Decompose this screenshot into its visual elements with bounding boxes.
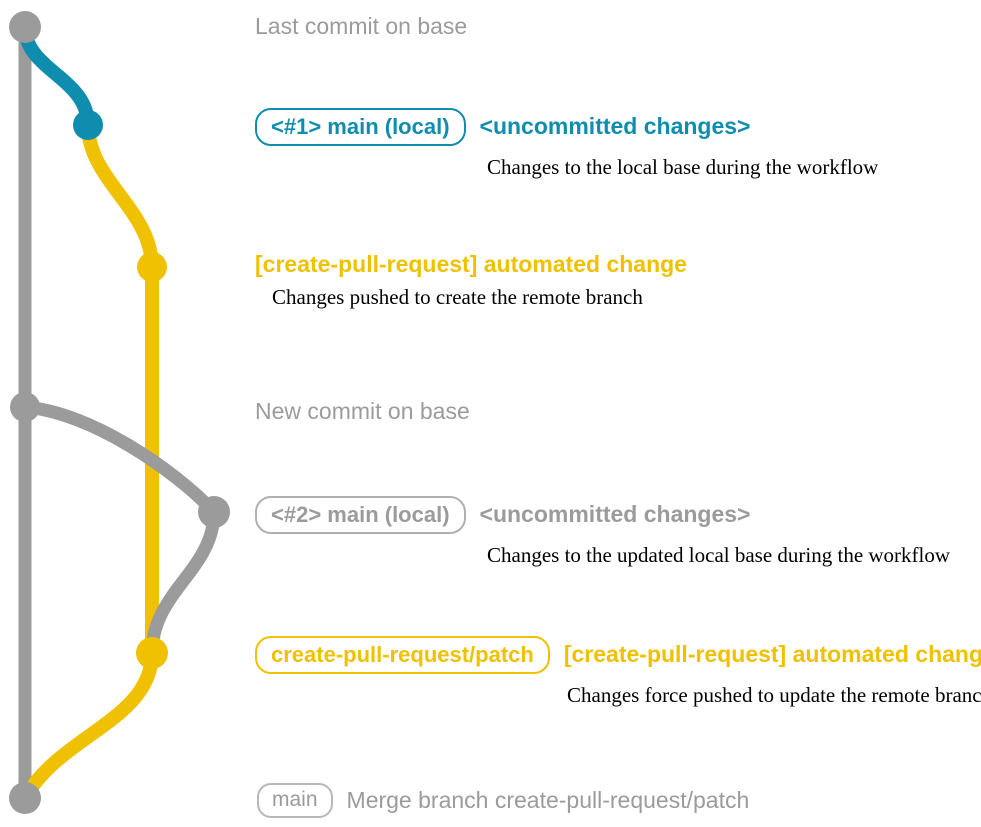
commit-block-local-2: <#2> main (local) <uncommitted changes> …: [255, 496, 950, 568]
commit-subject-local-1: <uncommitted changes>: [479, 113, 751, 140]
edge-newbase-to-local2: [18, 400, 221, 519]
commit-block-local-1: <#1> main (local) <uncommitted changes> …: [255, 108, 878, 180]
commit-subject-automated-2: [create-pull-request] automated change: [563, 641, 981, 668]
commit-subject-automated-1: [create-pull-request] automated change: [255, 251, 687, 277]
commit-node-automated-2[interactable]: [136, 637, 168, 669]
commit-node-last-base[interactable]: [9, 11, 41, 43]
branch-pill-main[interactable]: main: [257, 783, 333, 819]
edge-base-to-local1: [18, 20, 95, 132]
commit-note-local-1: Changes to the local base during the wor…: [487, 155, 879, 180]
commit-headline-automated-2: create-pull-request/patch [create-pull-r…: [255, 636, 981, 675]
commit-headline-local-1: <#1> main (local) <uncommitted changes>: [255, 108, 878, 147]
branch-pill-local-1[interactable]: <#1> main (local): [255, 108, 466, 147]
commit-label-new-base: New commit on base: [255, 398, 470, 424]
commit-subject-merge: Merge branch create-pull-request/patch: [346, 786, 750, 813]
commit-node-local-1[interactable]: [73, 110, 103, 140]
branch-pill-local-2[interactable]: <#2> main (local): [255, 496, 466, 535]
commit-node-merge[interactable]: [9, 782, 41, 814]
edge-local1-to-automated1: [81, 118, 159, 274]
commit-subject-local-2: <uncommitted changes>: [479, 501, 751, 528]
commit-node-automated-1[interactable]: [137, 252, 167, 282]
branch-pill-patch[interactable]: create-pull-request/patch: [255, 636, 550, 675]
commit-note-automated-2: Changes force pushed to update the remot…: [567, 683, 981, 708]
commit-block-automated-1: [create-pull-request] automated change C…: [255, 251, 687, 310]
commit-block-automated-2: create-pull-request/patch [create-pull-r…: [255, 636, 981, 708]
commit-note-local-2: Changes to the updated local base during…: [487, 543, 951, 568]
commit-note-automated-1: Changes pushed to create the remote bran…: [272, 285, 643, 310]
commit-label-last-base: Last commit on base: [255, 13, 468, 39]
commit-block-merge: main Merge branch create-pull-request/pa…: [257, 783, 750, 819]
edge-local2-to-automated2: [145, 505, 221, 660]
commit-node-local-2[interactable]: [198, 496, 230, 528]
commit-node-new-base[interactable]: [10, 392, 40, 422]
edge-automated2-to-merge: [18, 646, 159, 805]
commit-headline-local-2: <#2> main (local) <uncommitted changes>: [255, 496, 950, 535]
